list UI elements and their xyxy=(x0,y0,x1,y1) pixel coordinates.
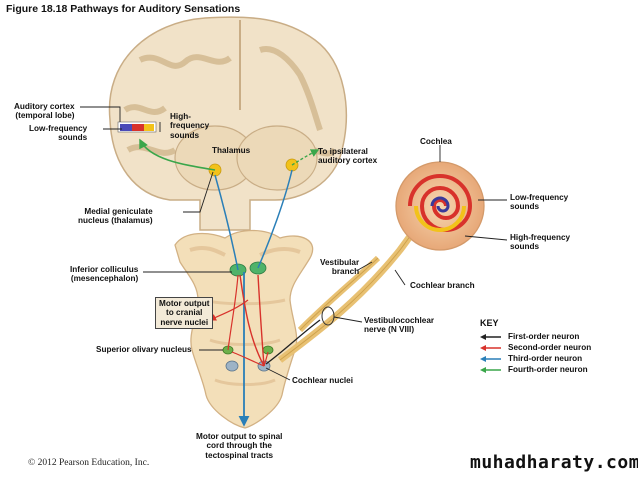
label-motor-output-spinal: Motor output to spinal cord through the … xyxy=(196,432,283,460)
cochlea xyxy=(395,161,485,251)
key-row-fourth-order: Fourth-order neuron xyxy=(480,364,591,375)
label-auditory-cortex: Auditory cortex (temporal lobe) xyxy=(14,102,75,121)
label-high-frequency-right: High-frequency sounds xyxy=(510,233,571,252)
label-ipsilateral: To ipsilateral auditory cortex xyxy=(318,147,378,166)
auditory-cortex-region xyxy=(117,121,157,133)
label-vestibular-branch: Vestibular branch xyxy=(320,258,360,277)
label-thalamus: Thalamus xyxy=(212,146,251,155)
leader-lines xyxy=(80,106,508,381)
key-row-first-order: First-order neuron xyxy=(480,331,591,342)
third-order-arrow-icon xyxy=(480,355,501,362)
first-order-arrow-icon xyxy=(480,333,501,340)
label-cochlear-nuclei: Cochlear nuclei xyxy=(292,376,353,385)
neural-pathways xyxy=(139,138,321,427)
label-medial-geniculate: Medial geniculate nucleus (thalamus) xyxy=(78,207,153,226)
label-superior-olivary-nucleus: Superior olivary nucleus xyxy=(96,345,192,354)
label-low-frequency-left: Low-frequency sounds xyxy=(29,124,88,143)
label-cochlear-branch: Cochlear branch xyxy=(410,281,475,290)
copyright-notice: © 2012 Pearson Education, Inc. xyxy=(28,458,150,468)
key-title: KEY xyxy=(480,318,499,328)
brain-coronal-section xyxy=(108,16,347,231)
label-low-frequency-right: Low-frequency sounds xyxy=(510,193,569,212)
site-watermark: muhadharaty.com xyxy=(470,452,638,473)
cochlear-nucleus-left xyxy=(225,360,239,372)
fourth-order-arrow-icon xyxy=(480,366,501,373)
label-high-frequency-left: High- frequency sounds xyxy=(170,112,210,140)
label-motor-output-cranial: Motor output to cranial nerve nuclei xyxy=(155,297,214,330)
second-order-arrow-icon xyxy=(480,344,501,351)
key-legend: KEY First-order neuron Second-order neur… xyxy=(480,318,591,375)
label-inferior-colliculus: Inferior colliculus (mesencephalon) xyxy=(70,265,139,284)
key-row-third-order: Third-order neuron xyxy=(480,353,591,364)
label-cochlea: Cochlea xyxy=(420,137,452,146)
label-vestibulocochlear-nerve: Vestibulocochlear nerve (N VIII) xyxy=(364,316,435,335)
key-row-second-order: Second-order neuron xyxy=(480,342,591,353)
figure-title: Figure 18.18 Pathways for Auditory Sensa… xyxy=(6,3,241,15)
